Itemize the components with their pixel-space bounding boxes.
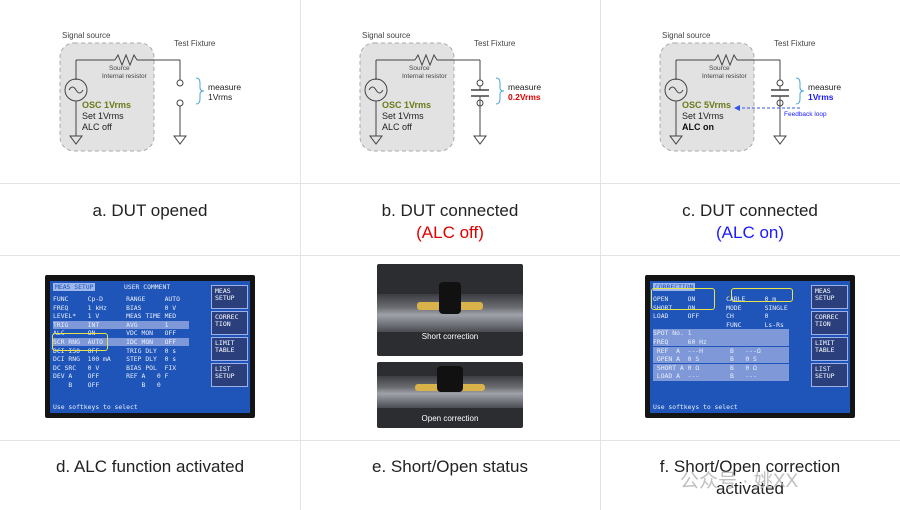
lcd-row: LOAD A --- B --- <box>653 372 789 381</box>
lcd-row: SCR RNG AUTO IDC MON OFF <box>53 338 189 347</box>
caption-c: c. DUT connected (ALC on) <box>682 201 818 242</box>
circuit-diagram-b: Signal source Test Fixture Source Intern… <box>359 31 541 152</box>
svg-text:Test Fixture: Test Fixture <box>474 39 516 48</box>
lcd-row: DEV A OFF REF A 0 F <box>53 372 169 381</box>
svg-text:Internal resistor: Internal resistor <box>102 73 148 80</box>
divider-h3 <box>0 440 900 441</box>
panel-b: Signal source Test Fixture Source Intern… <box>300 0 600 242</box>
lcd-subtitle: USER COMMENT <box>124 283 171 291</box>
lcd-photo-meas-setup: MEAS SETUP USER COMMENT FUNC Cp-D RANGE … <box>45 275 255 418</box>
lcd-footer: Use softkeys to select <box>53 403 138 411</box>
softkey-correc-tion[interactable]: CORREC TION <box>211 311 248 335</box>
lcd-row: FREQ 1 kHz BIAS 0 V <box>53 303 177 312</box>
highlight-alc <box>52 333 108 351</box>
svg-text:Feedback loop: Feedback loop <box>784 111 827 118</box>
svg-text:OSC 1Vrms: OSC 1Vrms <box>382 100 431 110</box>
lcd-row: OPEN ON CABLE 0 m <box>653 295 777 303</box>
lcd-row: FREQ 60 Hz <box>653 338 789 347</box>
softkey-correc-tion[interactable]: CORREC TION <box>811 311 848 335</box>
lcd-row: LEVEL* 1 V MEAS TIME MED <box>53 312 177 321</box>
caption-a: a. DUT opened <box>92 201 208 220</box>
photo-short-correction: Short correction <box>377 264 523 356</box>
svg-text:Set 1Vrms: Set 1Vrms <box>682 111 724 121</box>
svg-text:1Vrms: 1Vrms <box>808 92 834 102</box>
svg-text:Test Fixture: Test Fixture <box>774 39 816 48</box>
lcd-row: SHORT ON MODE SINGLE <box>653 303 788 312</box>
caption-d: d. ALC function activated <box>55 457 245 476</box>
lcd-row: B OFF B 0 <box>53 381 161 389</box>
svg-text:Source: Source <box>409 65 430 72</box>
svg-text:0.2Vrms: 0.2Vrms <box>508 92 541 102</box>
svg-text:Internal resistor: Internal resistor <box>402 73 448 80</box>
softkey-meas-setup[interactable]: MEAS SETUP <box>211 285 248 309</box>
watermark: 公众号 · 姚XX <box>680 471 799 492</box>
svg-text:OSC 5Vrms: OSC 5Vrms <box>682 100 731 110</box>
lcd-row: FUNC Cp-D RANGE AUTO <box>53 295 180 303</box>
panel-a: Signal source Test Fixture Source Intern… <box>0 0 300 220</box>
svg-text:Signal source: Signal source <box>62 31 111 40</box>
caption-f: f. Short/Open correction activated <box>659 457 841 498</box>
lcd-row: SPOT No. 1 <box>653 329 789 338</box>
photo-open-correction: Open correction <box>377 362 523 428</box>
svg-text:Source: Source <box>709 65 730 72</box>
svg-text:ALC off: ALC off <box>82 122 112 132</box>
caption-e: e. Short/Open status <box>372 457 528 476</box>
lcd-title: MEAS SETUP <box>53 283 96 292</box>
svg-text:Test Fixture: Test Fixture <box>174 39 216 48</box>
circuit-diagram-a: Signal source Test Fixture Source Intern… <box>59 31 241 152</box>
label-open-correction: Open correction <box>421 414 479 423</box>
caption-b: b. DUT connected (ALC off) <box>381 201 519 242</box>
circuit-diagram-c: Signal source Test Fixture Source Intern… <box>659 31 841 152</box>
lcd-row: TRIG INT AVG 1 <box>53 320 189 329</box>
lcd-footer-correction: Use softkeys to select <box>653 403 738 411</box>
svg-text:Signal source: Signal source <box>362 31 411 40</box>
svg-text:Set 1Vrms: Set 1Vrms <box>382 111 424 121</box>
lcd-title-correction: CORRECTION <box>653 283 696 292</box>
divider-h2 <box>0 255 900 256</box>
lcd-row: DC SRC 0 V BIAS POL FIX <box>53 363 177 372</box>
lcd-row: DCI RNG 100 mA STEP DLY 0 s <box>53 355 177 364</box>
lcd-row: SHORT A 0 Ω B 0 Ω <box>653 363 789 372</box>
svg-text:OSC 1Vrms: OSC 1Vrms <box>82 100 131 110</box>
svg-text:Signal source: Signal source <box>662 31 711 40</box>
lcd-screen: MEAS SETUP USER COMMENT FUNC Cp-D RANGE … <box>50 281 250 413</box>
divider-h1 <box>0 183 900 184</box>
svg-text:Source: Source <box>109 65 130 72</box>
highlight-open-short <box>651 288 715 310</box>
svg-text:1Vrms: 1Vrms <box>208 92 232 102</box>
softkey-limit-table[interactable]: LIMIT TABLE <box>211 337 248 361</box>
softkey-list-setup[interactable]: LIST SETUP <box>811 363 848 387</box>
softkey-meas-setup[interactable]: MEAS SETUP <box>811 285 848 309</box>
svg-text:measure: measure <box>808 82 841 92</box>
softkey-limit-table[interactable]: LIMIT TABLE <box>811 337 848 361</box>
label-short-correction: Short correction <box>421 332 479 341</box>
svg-text:measure: measure <box>208 82 241 92</box>
svg-text:measure: measure <box>508 82 541 92</box>
panel-c: Signal source Test Fixture Source Intern… <box>600 0 900 242</box>
lcd-row: FUNC Ls-Rs <box>653 320 784 329</box>
lcd-row: OPEN A 0 S B 0 S <box>653 355 789 364</box>
lcd-row: LOAD OFF CH 0 <box>653 312 769 321</box>
highlight-cable <box>731 288 793 302</box>
svg-text:Set 1Vrms: Set 1Vrms <box>82 111 124 121</box>
svg-text:ALC off: ALC off <box>382 122 412 132</box>
lcd-row: REF A ---H B ---Ω <box>653 346 789 355</box>
svg-text:Internal resistor: Internal resistor <box>702 73 748 80</box>
softkey-list-setup[interactable]: LIST SETUP <box>211 363 248 387</box>
svg-text:ALC on: ALC on <box>682 122 714 132</box>
